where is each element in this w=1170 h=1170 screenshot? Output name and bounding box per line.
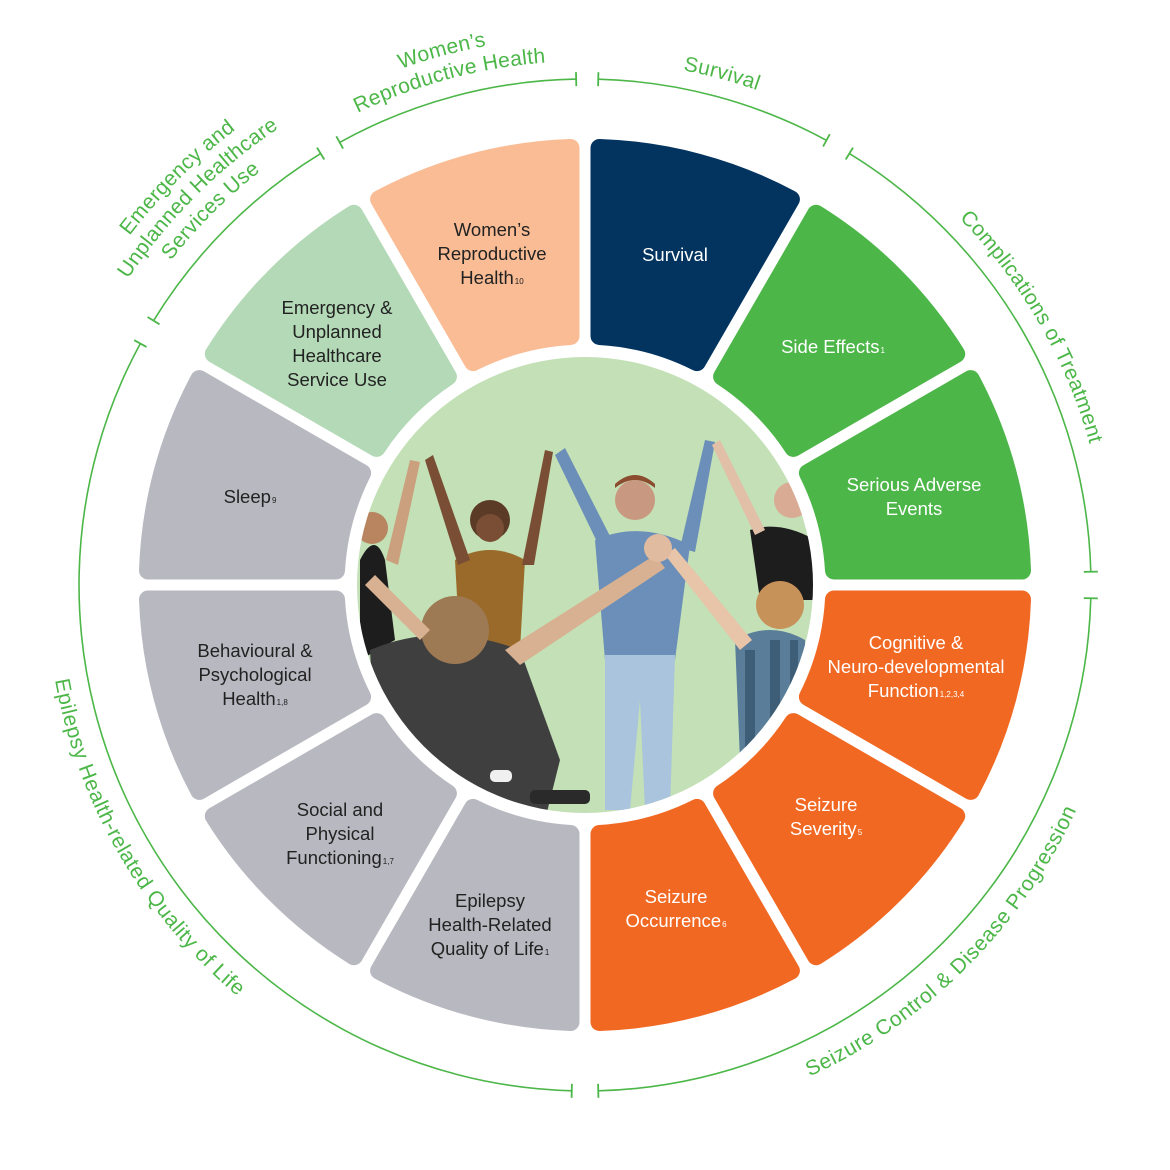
- center-photo: [357, 357, 813, 813]
- segment-survival: [590, 139, 800, 372]
- bracket-label: Survival: [682, 53, 763, 95]
- bracket-end-tick: [133, 339, 147, 348]
- bracket-end-tick: [316, 147, 326, 160]
- segment-seizure-severity: [713, 713, 966, 966]
- bracket-end-tick: [822, 133, 831, 147]
- segment-emergency-healthcare: [204, 204, 457, 457]
- bracket-arc: [598, 598, 1092, 1092]
- bracket-end-tick: [335, 135, 344, 150]
- segment-cognitive-neurodevelopmental: [798, 590, 1031, 800]
- segment-epilepsy-hrqol: [370, 798, 580, 1031]
- segment-side-effects: [713, 204, 966, 457]
- bracket-end-tick: [844, 147, 854, 160]
- bracket-end-tick: [147, 316, 160, 326]
- bracket-arc: [78, 343, 572, 1092]
- bracket-arc: [339, 78, 577, 144]
- segment-serious-adverse-events: [798, 370, 1031, 580]
- bracket-arc: [598, 78, 827, 142]
- segment-seizure-occurrence: [590, 798, 800, 1031]
- bracket-arc: [152, 152, 322, 322]
- bracket-survival: Survival: [597, 53, 831, 147]
- outcome-segments: [139, 139, 1031, 1031]
- people-illustration: [357, 440, 813, 813]
- bracket-arc: [848, 152, 1092, 572]
- segment-womens-reproductive: [370, 139, 580, 372]
- segment-sleep: [139, 370, 372, 580]
- segment-social-physical: [204, 713, 457, 966]
- segment-behavioural-psychological: [139, 590, 372, 800]
